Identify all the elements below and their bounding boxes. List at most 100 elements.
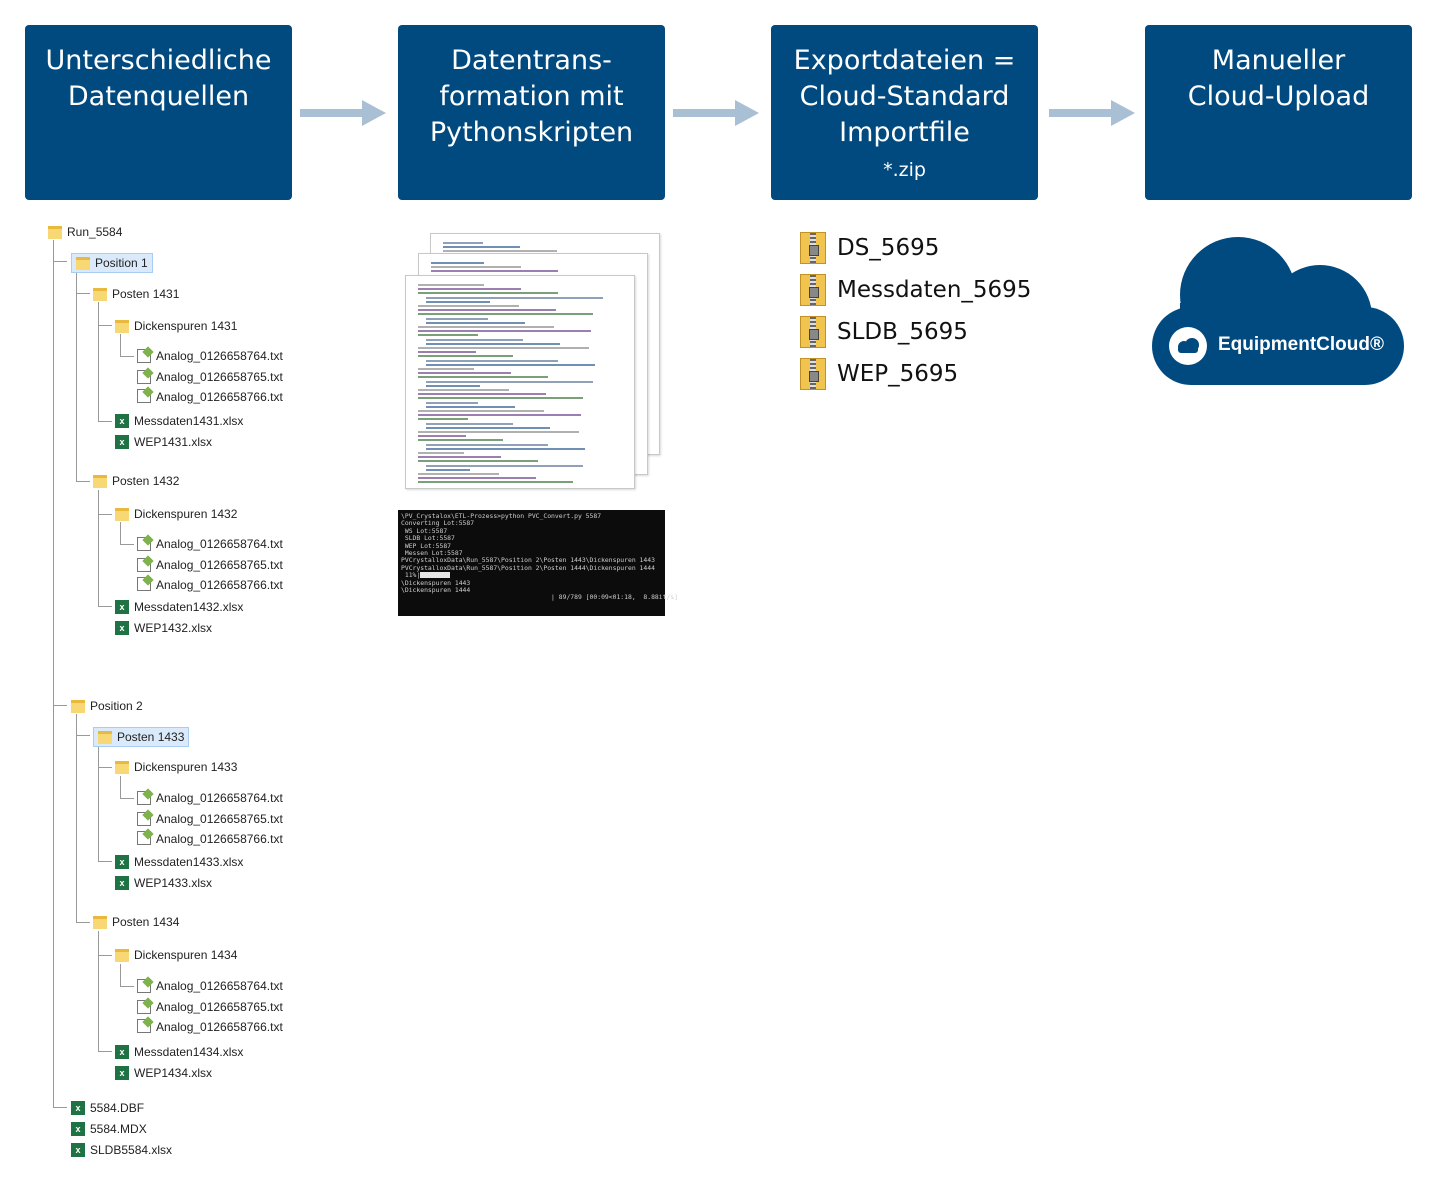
code-line	[431, 270, 558, 273]
excel-file-icon: x	[115, 876, 129, 890]
code-line	[426, 422, 513, 425]
code-line	[426, 317, 488, 320]
code-line	[418, 473, 499, 475]
code-line	[418, 414, 581, 417]
tree-item-label: 5584.DBF	[90, 1101, 145, 1115]
step-title-line: Cloud-Upload	[1187, 81, 1370, 112]
code-line	[443, 242, 483, 244]
code-line	[418, 456, 501, 459]
code-line	[418, 389, 509, 391]
step-title-line: Importfile	[839, 117, 970, 148]
tree-item-label: Analog_0126658764.txt	[156, 979, 283, 993]
text-file-icon	[137, 537, 151, 551]
folder-icon	[98, 730, 112, 744]
code-line	[418, 347, 589, 349]
code-line	[418, 355, 513, 358]
tree-item-label: Analog_0126658764.txt	[156, 537, 283, 551]
zip-file: DS_5695	[800, 232, 939, 264]
terminal-line: Messen Lot:5587	[401, 549, 463, 558]
code-line	[426, 443, 548, 446]
zip-file: Messdaten_5695	[800, 274, 1031, 306]
tree-item: Run_5584	[48, 224, 122, 240]
code-line	[418, 309, 556, 312]
step-title-line: Datenquellen	[67, 81, 250, 112]
tree-item: Analog_0126658765.txt	[137, 369, 283, 385]
folder-icon	[115, 319, 129, 333]
terminal-line: \Dickenspuren 1444	[401, 586, 471, 595]
text-file-icon	[137, 558, 151, 572]
tree-item: Analog_0126658766.txt	[137, 831, 283, 846]
folder-icon	[115, 760, 129, 774]
folder-icon	[93, 287, 107, 301]
code-line	[418, 330, 591, 333]
code-line	[418, 368, 474, 370]
tree-item-label: Run_5584	[67, 225, 123, 239]
code-line	[426, 384, 480, 387]
code-line	[426, 426, 550, 429]
tree-item: x Messdaten1431.xlsx	[115, 413, 243, 429]
tree-item-label: WEP1432.xlsx	[134, 621, 213, 635]
excel-file-icon: x	[115, 1066, 129, 1080]
code-line	[426, 447, 585, 450]
code-line	[426, 296, 603, 299]
terminal-line: \PV_Crystalox\ETL-Prozess>python PVC_Con…	[401, 512, 602, 520]
tree-item: Analog_0126658766.txt	[137, 389, 283, 404]
terminal-line: SLDB Lot:5587	[401, 534, 455, 543]
tree-item-label: Messdaten1433.xlsx	[134, 855, 244, 869]
arrow-right-icon	[1049, 100, 1135, 126]
tree-item-label: Messdaten1431.xlsx	[134, 414, 244, 428]
tree-item: Analog_0126658764.txt	[137, 978, 283, 994]
text-file-icon	[137, 1019, 151, 1033]
code-line	[418, 313, 593, 316]
excel-file-icon: x	[115, 435, 129, 449]
tree-item-label: Analog_0126658765.txt	[156, 812, 283, 826]
tree-item-label: Analog_0126658766.txt	[156, 1020, 283, 1034]
arrow-right-icon	[300, 100, 386, 126]
terminal-line: | 89/789 [00:09<01:18, 8.88it/s]	[401, 593, 679, 602]
tree-item: Posten 1434	[93, 914, 179, 930]
excel-file-icon: x	[71, 1143, 85, 1157]
cloud-shape	[1152, 237, 1404, 385]
text-file-icon	[137, 831, 151, 845]
tree-item: Dickenspuren 1433	[115, 759, 237, 775]
code-line	[418, 431, 579, 433]
tree-item-label: Analog_0126658765.txt	[156, 1000, 283, 1014]
tree-item-label: Analog_0126658764.txt	[156, 791, 283, 805]
code-line	[418, 410, 544, 412]
tree-item-label: Analog_0126658766.txt	[156, 832, 283, 846]
code-line	[426, 464, 583, 467]
excel-file-icon: x	[115, 1045, 129, 1059]
code-line	[418, 326, 554, 328]
tree-item: Posten 1433	[93, 727, 190, 747]
code-line	[418, 452, 464, 454]
step-box-sources: Unterschiedliche Datenquellen	[25, 25, 292, 200]
step-box-upload: Manueller Cloud-Upload	[1145, 25, 1412, 200]
tree-item-label: Analog_0126658764.txt	[156, 349, 283, 363]
code-line	[426, 338, 523, 341]
cloud-gear-icon	[1178, 338, 1199, 353]
code-line	[418, 435, 466, 438]
text-file-icon	[137, 349, 151, 363]
terminal-line: \Dickenspuren 1443	[401, 578, 471, 587]
tree-item: Analog_0126658764.txt	[137, 790, 283, 806]
zip-file-name: Messdaten_5695	[837, 277, 1032, 303]
step-title-line: Exportdateien =	[793, 45, 1016, 76]
code-line	[418, 292, 558, 295]
code-line	[418, 305, 519, 307]
tree-item-label: Dickenspuren 1431	[134, 319, 238, 333]
tree-item-label: WEP1431.xlsx	[134, 435, 213, 449]
excel-file-icon: x	[115, 414, 129, 428]
tree-item-label: Analog_0126658766.txt	[156, 390, 283, 404]
code-line	[418, 393, 546, 396]
tree-item: Dickenspuren 1431	[115, 318, 237, 334]
terminal-line: PVCrystalloxData\Run_5587\Position 2\Pos…	[401, 563, 655, 572]
text-file-icon	[137, 370, 151, 384]
text-file-icon	[137, 577, 151, 591]
tree-item-label: Analog_0126658765.txt	[156, 370, 283, 384]
tree-item: Posten 1431	[93, 286, 179, 302]
terminal-line: PVCrystalloxData\Run_5587\Position 2\Pos…	[401, 556, 655, 565]
tree-item: Position 2	[71, 698, 143, 714]
code-line	[426, 363, 595, 366]
